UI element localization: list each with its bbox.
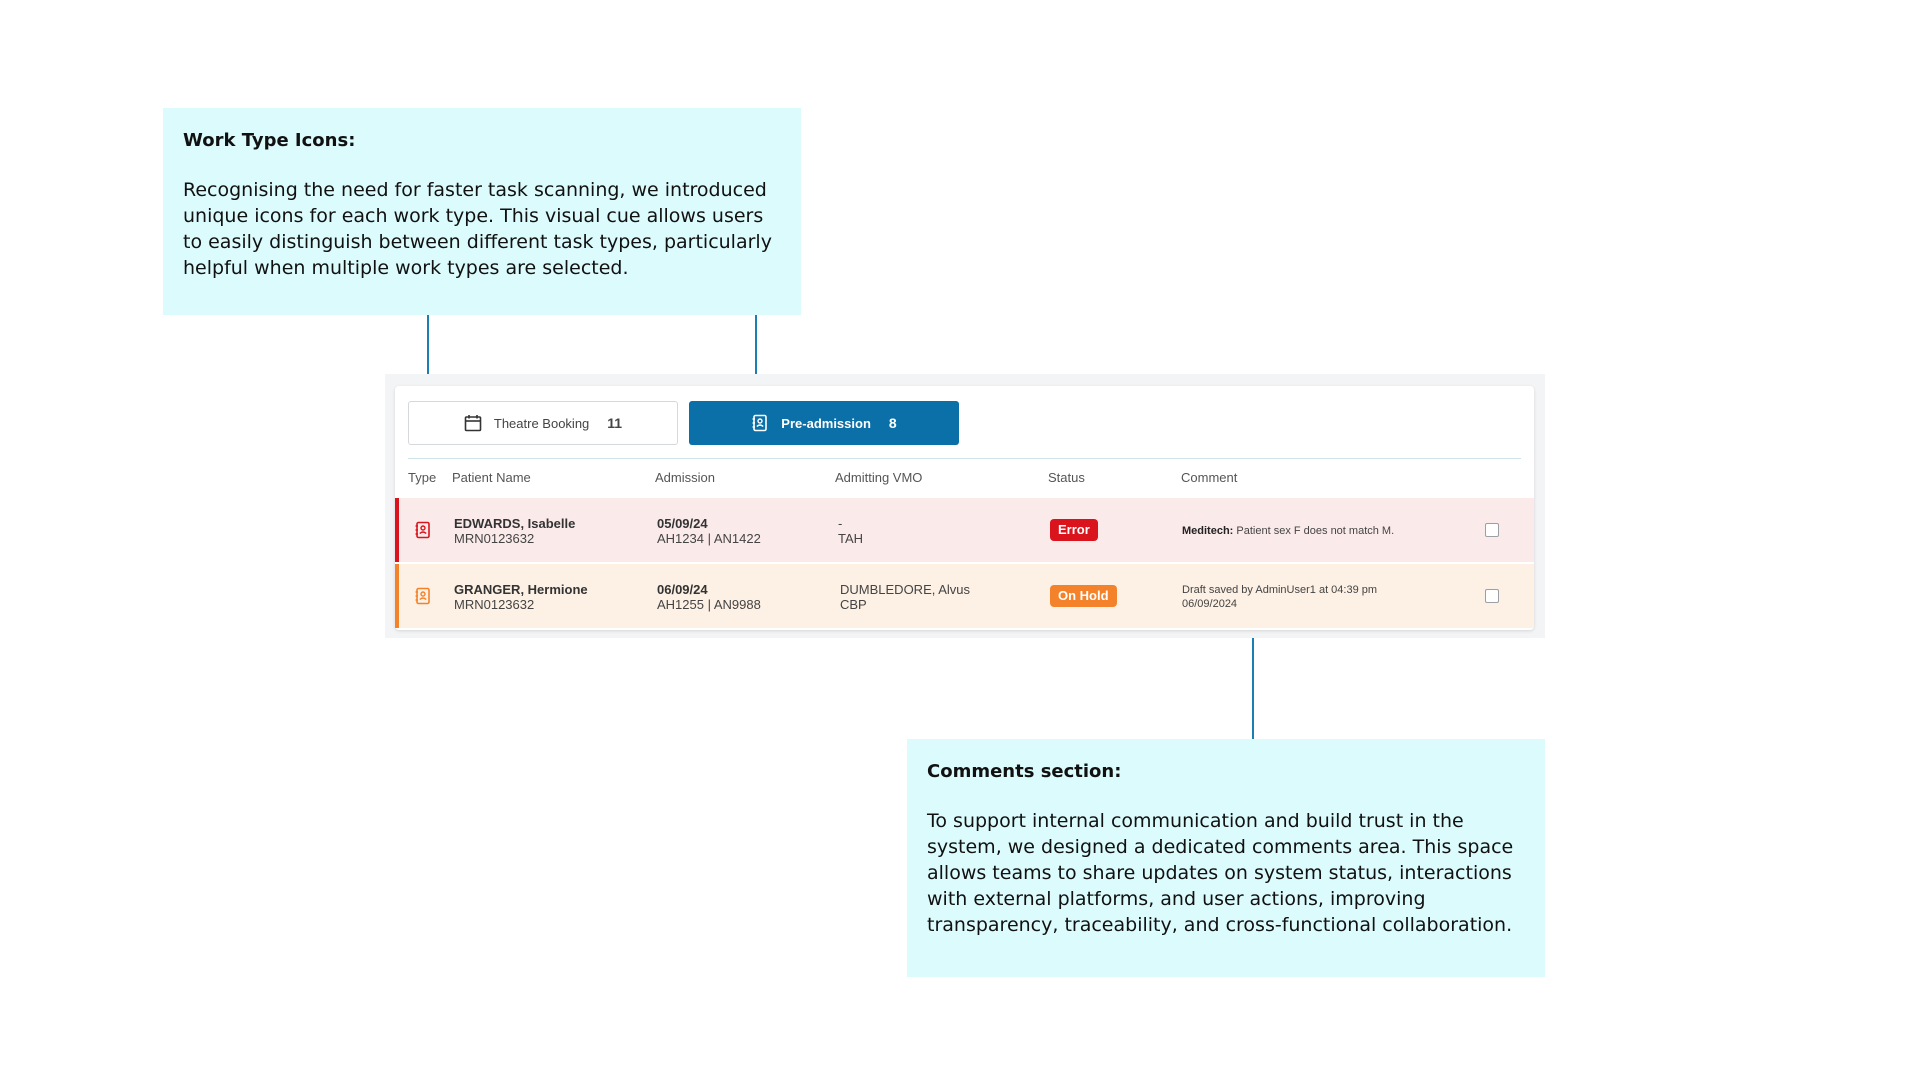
comment-cell: Draft saved by AdminUser1 at 04:39 pm 06…	[1182, 583, 1402, 611]
row-select-checkbox[interactable]	[1485, 589, 1499, 603]
connector-to-preadmission-tab	[755, 315, 757, 401]
column-header-admitting-vmo[interactable]: Admitting VMO	[835, 470, 923, 485]
comment-cell: Meditech: Patient sex F does not match M…	[1182, 524, 1402, 538]
tab-theatre-count: 11	[607, 415, 623, 431]
vmo-procedure: TAH	[838, 531, 864, 546]
column-header-admission[interactable]: Admission	[655, 470, 715, 485]
comment-text: Draft saved by AdminUser1 at 04:39 pm 06…	[1182, 584, 1378, 610]
tab-preadmission-count: 8	[888, 415, 897, 431]
column-header-comment[interactable]: Comment	[1181, 470, 1238, 485]
admission-date: 05/09/24	[657, 516, 708, 531]
connector-to-comment	[1252, 627, 1254, 739]
column-header-status[interactable]: Status	[1048, 470, 1085, 485]
calendar-icon	[464, 414, 482, 432]
status-badge: Error	[1050, 519, 1098, 541]
comment-text: Patient sex F does not match M.	[1236, 525, 1395, 537]
tab-theatre-label: Theatre Booking	[493, 415, 590, 431]
patient-mrn: MRN0123632	[454, 597, 535, 612]
column-header-patient-name[interactable]: Patient Name	[452, 470, 531, 485]
admission-cell: 05/09/24 AH1234 | AN1422	[657, 516, 761, 546]
contact-book-icon	[751, 414, 769, 432]
row-accent-bar	[395, 564, 399, 628]
callout-comments-title: Comments section:	[927, 761, 1122, 782]
preadmission-type-icon	[414, 587, 432, 610]
vmo-cell: - TAH	[838, 516, 863, 546]
patient-name: EDWARDS, Isabelle	[454, 516, 576, 531]
patient-mrn: MRN0123632	[454, 531, 535, 546]
admission-date: 06/09/24	[657, 582, 708, 597]
row-accent-bar	[395, 498, 399, 562]
tab-preadmission-label: Pre-admission	[781, 415, 871, 431]
column-header-type[interactable]: Type	[408, 470, 437, 485]
table-row[interactable]: EDWARDS, Isabelle MRN0123632 05/09/24 AH…	[395, 498, 1534, 562]
preadmission-type-icon	[414, 521, 432, 544]
worklist-panel: Theatre Booking 11 Pre-admission 8 Type …	[395, 386, 1534, 630]
callout-comments-section: Comments section: To support internal co…	[907, 739, 1545, 977]
table-row[interactable]: GRANGER, Hermione MRN0123632 06/09/24 AH…	[395, 564, 1534, 628]
worklist-screenshot: Theatre Booking 11 Pre-admission 8 Type …	[385, 374, 1545, 638]
vmo-cell: DUMBLEDORE, Alvus CBP	[840, 582, 970, 612]
vmo-name: -	[838, 516, 843, 531]
status-badge: On Hold	[1050, 585, 1117, 607]
callout-work-type-title: Work Type Icons:	[183, 130, 356, 151]
callout-work-type-icons: Work Type Icons: Recognising the need fo…	[163, 108, 801, 315]
patient-name: GRANGER, Hermione	[454, 582, 588, 597]
callout-work-type-body: Recognising the need for faster task sca…	[183, 179, 772, 279]
callout-comments-body: To support internal communication and bu…	[927, 810, 1514, 936]
row-select-checkbox[interactable]	[1485, 523, 1499, 537]
admission-ids: AH1255 | AN9988	[657, 597, 761, 612]
tab-pre-admission[interactable]: Pre-admission 8	[689, 401, 959, 445]
patient-name-cell[interactable]: EDWARDS, Isabelle MRN0123632	[454, 516, 575, 546]
admission-cell: 06/09/24 AH1255 | AN9988	[657, 582, 761, 612]
vmo-procedure: CBP	[840, 597, 867, 612]
vmo-name: DUMBLEDORE, Alvus	[840, 582, 971, 597]
patient-name-cell[interactable]: GRANGER, Hermione MRN0123632	[454, 582, 588, 612]
admission-ids: AH1234 | AN1422	[657, 531, 761, 546]
tab-theatre-booking[interactable]: Theatre Booking 11	[408, 401, 678, 445]
comment-source: Meditech:	[1182, 525, 1234, 537]
tab-divider	[408, 458, 1521, 459]
